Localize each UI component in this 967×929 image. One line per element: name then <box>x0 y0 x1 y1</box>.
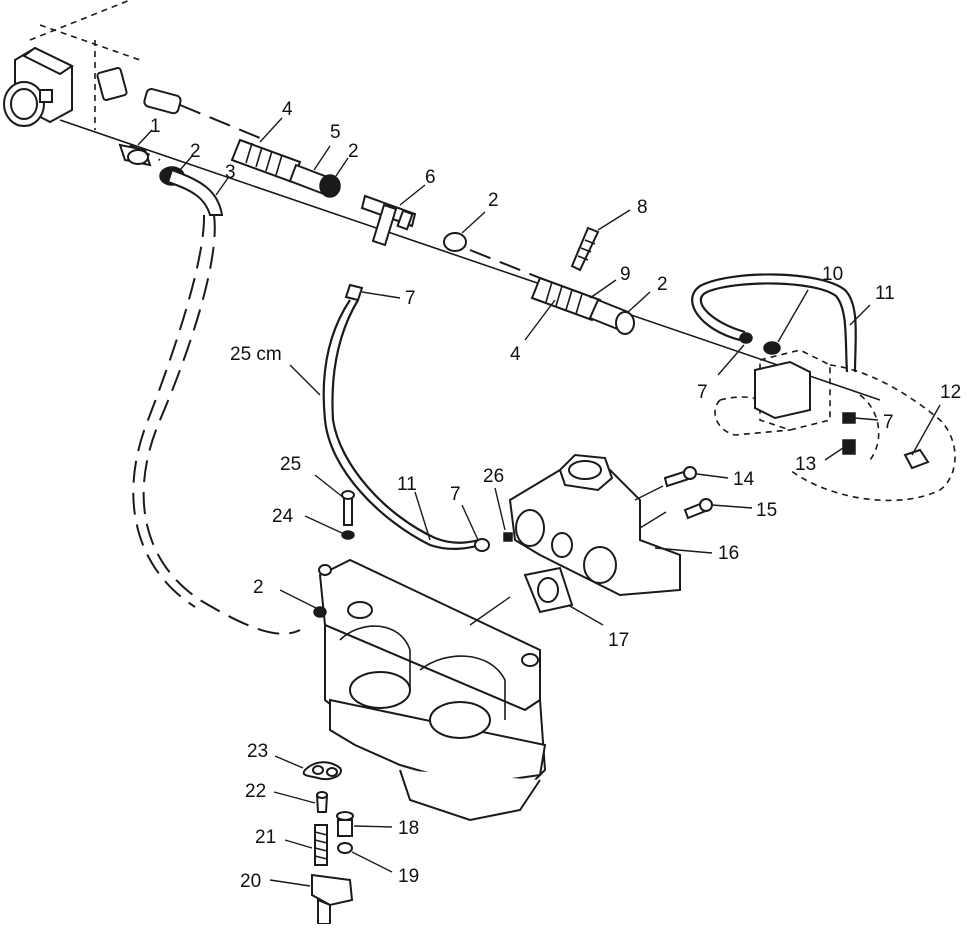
part-2-clamp-after-6 <box>443 211 541 279</box>
part-20-housing <box>269 873 354 925</box>
callout-24: 24 <box>272 506 294 527</box>
callout-15: 15 <box>756 500 777 521</box>
callout-9: 9 <box>620 264 631 285</box>
part-7-loop-end <box>717 332 753 376</box>
callout-1: 1 <box>150 116 161 137</box>
part-2-clamp-after-5 <box>319 157 349 198</box>
callout-21: 21 <box>255 827 276 848</box>
pump-housing <box>3 0 141 130</box>
callout-3: 3 <box>225 162 236 183</box>
part-7-hose-end-upper <box>344 283 401 302</box>
callout-4: 4 <box>282 99 293 120</box>
dashed-return-line <box>132 214 301 635</box>
part-14-bolt <box>663 466 729 488</box>
part-9-bellows <box>524 276 630 341</box>
small-fittings-top <box>96 67 261 139</box>
part-24-washer <box>304 515 355 540</box>
hose-assembly-line <box>59 119 881 401</box>
callout-23: 23 <box>247 741 268 762</box>
callout-7: 7 <box>450 484 461 505</box>
engine-cylinder-block <box>318 558 547 822</box>
callout-2: 2 <box>348 141 359 162</box>
callout-26: 26 <box>483 466 504 487</box>
part-6-tee <box>360 184 426 247</box>
callout-20: 20 <box>240 871 261 892</box>
part-10-fitting <box>763 289 809 355</box>
callout-7: 7 <box>883 412 894 433</box>
callout-17: 17 <box>608 630 629 651</box>
callout-2: 2 <box>253 577 264 598</box>
part-23-gasket <box>274 755 342 781</box>
callout-labels: 1 2 3 4 5 2 6 2 8 7 9 2 4 25 cm 10 11 7 … <box>150 99 961 892</box>
part-15-bolt <box>683 498 753 520</box>
callout-14: 14 <box>733 469 755 490</box>
part-2-clamp-after-9 <box>615 291 651 335</box>
part-26-fitting <box>494 487 513 542</box>
callout-22: 22 <box>245 781 266 802</box>
part-2-block-fitting <box>279 589 327 618</box>
part-8-bolt <box>570 209 631 272</box>
part-21-spring <box>284 824 328 866</box>
callout-11: 11 <box>875 283 895 304</box>
part-16-exhaust-manifold <box>508 453 713 597</box>
part-18-plug <box>336 811 393 837</box>
callout-4: 4 <box>510 344 521 365</box>
callout-8: 8 <box>637 197 648 218</box>
part-22-sensor-tip <box>273 791 329 813</box>
callout-10: 10 <box>822 264 843 285</box>
callout-2: 2 <box>190 141 201 162</box>
callout-2: 2 <box>488 190 499 211</box>
callout-25cm: 25 cm <box>230 344 282 365</box>
part-13-fitting <box>824 439 856 461</box>
callout-25: 25 <box>280 454 301 475</box>
callout-7: 7 <box>697 382 708 403</box>
callout-19: 19 <box>398 866 419 887</box>
part-12-pump-body <box>714 349 956 502</box>
callout-13: 13 <box>795 454 816 475</box>
callout-18: 18 <box>398 818 419 839</box>
callout-16: 16 <box>718 543 739 564</box>
part-3-hose <box>166 168 229 216</box>
hose-25cm <box>289 299 481 550</box>
part-17-gasket <box>523 566 604 626</box>
part-19-oring <box>337 842 393 873</box>
callout-7: 7 <box>405 288 416 309</box>
callout-12: 12 <box>940 382 961 403</box>
part-1-fitting <box>118 129 153 167</box>
part-7-lower <box>461 504 490 552</box>
callout-5: 5 <box>330 122 341 143</box>
part-11-upper-loop <box>691 273 871 373</box>
callout-11: 11 <box>397 474 417 495</box>
callout-6: 6 <box>425 167 436 188</box>
part-4-bellows-upper <box>230 117 302 184</box>
part-7-right <box>842 412 879 424</box>
callout-2: 2 <box>657 274 668 295</box>
part-11-lower-leader <box>414 491 431 541</box>
part-25-bolt <box>314 474 355 526</box>
